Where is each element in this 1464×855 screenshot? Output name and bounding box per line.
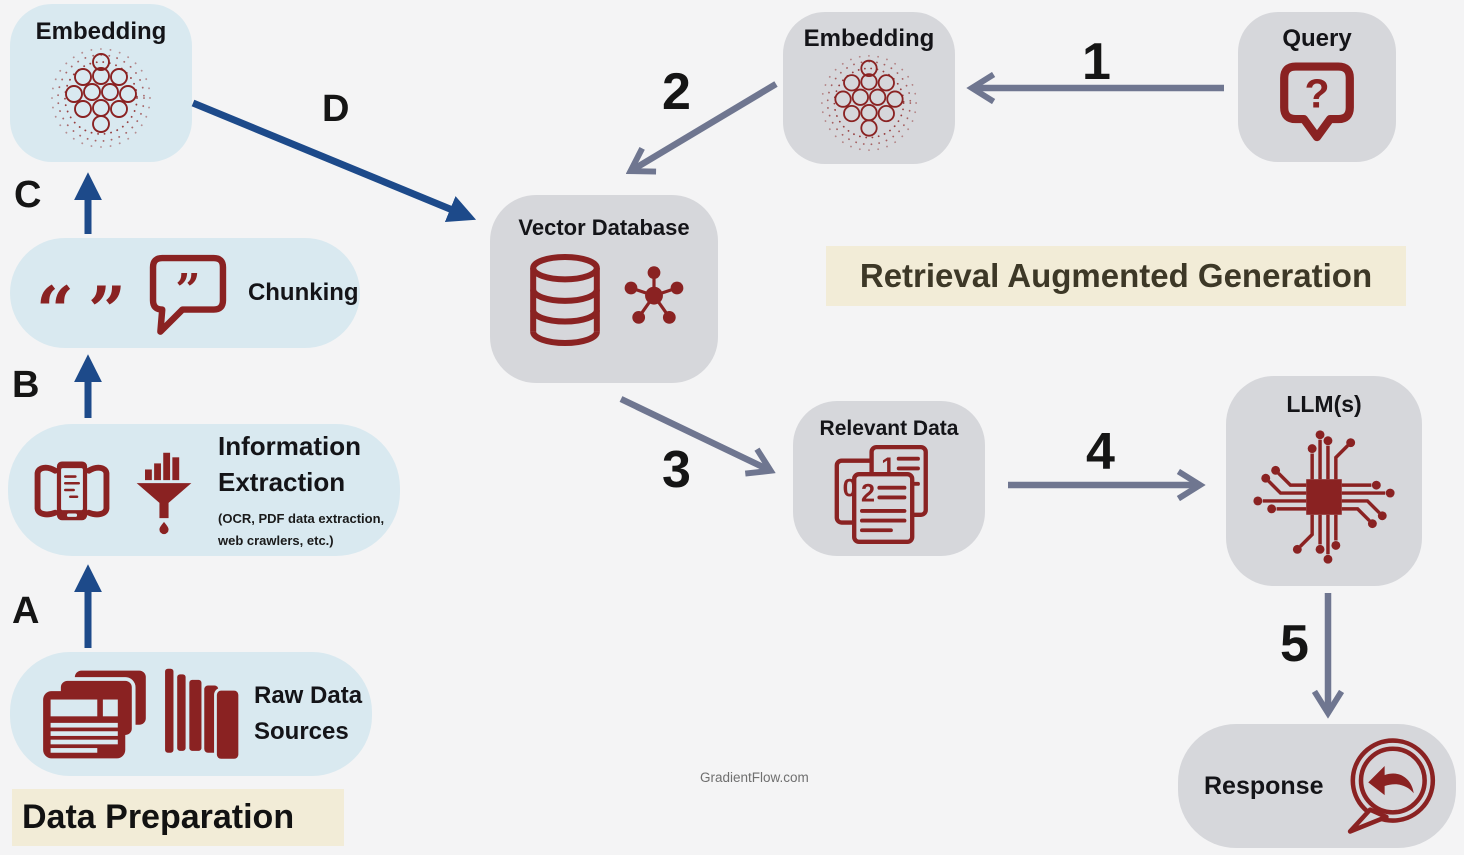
ocr-device-icon	[34, 461, 110, 521]
node-embedding-top: Embedding	[783, 12, 955, 164]
information-extraction-title-line2: Extraction	[218, 466, 346, 497]
query-label: Query	[1282, 25, 1352, 52]
arrow-label-2: 2	[662, 63, 691, 121]
chunking-label: Chunking	[247, 279, 359, 306]
data-funnel-icon	[136, 452, 192, 535]
newspapers-icon	[43, 666, 150, 759]
information-extraction-note-line2: web crawlers, etc.)	[218, 533, 334, 549]
embedding-left-label: Embedding	[35, 18, 167, 45]
node-chunking: “ ” ” Chunking	[10, 238, 360, 348]
node-query: Query ?	[1238, 12, 1396, 162]
svg-text:2: 2	[861, 479, 875, 507]
quote-bubble-icon: ”	[149, 254, 227, 335]
node-relevant-data: Relevant Data 0 1 2	[793, 401, 985, 556]
question-bubble-icon: ?	[1280, 62, 1354, 142]
ranked-documents-icon: 0 1 2	[834, 444, 928, 545]
arrow-2-embedding-to-vectordb	[634, 81, 778, 169]
svg-text:?: ?	[1304, 71, 1329, 117]
node-llm: LLM(s)	[1226, 376, 1422, 586]
database-cylinder-icon	[530, 253, 600, 347]
vector-database-label: Vector Database	[518, 215, 690, 240]
data-preparation-heading: Data Preparation	[12, 789, 344, 846]
arrow-label-d: D	[322, 88, 350, 130]
arrow-label-4: 4	[1086, 423, 1115, 481]
reply-bubble-icon	[1348, 738, 1436, 834]
node-response: Response	[1178, 724, 1456, 848]
arrow-label-1: 1	[1082, 33, 1111, 91]
raw-data-title-line2: Sources	[254, 718, 349, 745]
node-embedding-left: Embedding	[10, 4, 192, 162]
raw-data-title-line1: Raw Data	[254, 682, 363, 709]
arrow-label-b: B	[12, 364, 40, 406]
arrow-label-5: 5	[1280, 615, 1309, 673]
embedding-neural-icon	[51, 48, 151, 148]
llm-label: LLM(s)	[1286, 391, 1362, 417]
arrow-3-vectordb-to-relevantdata	[619, 396, 767, 469]
books-stack-icon	[165, 668, 242, 762]
svg-text:”: ”	[175, 265, 200, 316]
chip-circuit-icon	[1253, 430, 1395, 564]
rag-heading: Retrieval Augmented Generation	[826, 246, 1406, 306]
watermark: GradientFlow.com	[700, 770, 809, 785]
node-raw-data-sources: Raw Data Sources	[10, 652, 372, 776]
arrow-label-c: C	[14, 174, 42, 216]
information-extraction-note-line1: (OCR, PDF data extraction,	[218, 511, 385, 527]
relevant-data-label: Relevant Data	[819, 417, 959, 440]
vector-cluster-icon	[624, 266, 684, 324]
arrow-label-a: A	[12, 590, 40, 632]
information-extraction-title-line1: Information	[218, 430, 361, 461]
node-vector-database: Vector Database	[490, 195, 718, 383]
arrow-label-3: 3	[662, 441, 691, 499]
node-information-extraction: Information Extraction (OCR, PDF data ex…	[8, 424, 400, 556]
embedding-top-label: Embedding	[803, 25, 935, 52]
embedding-neural-icon	[821, 55, 917, 151]
response-label: Response	[1204, 771, 1324, 800]
